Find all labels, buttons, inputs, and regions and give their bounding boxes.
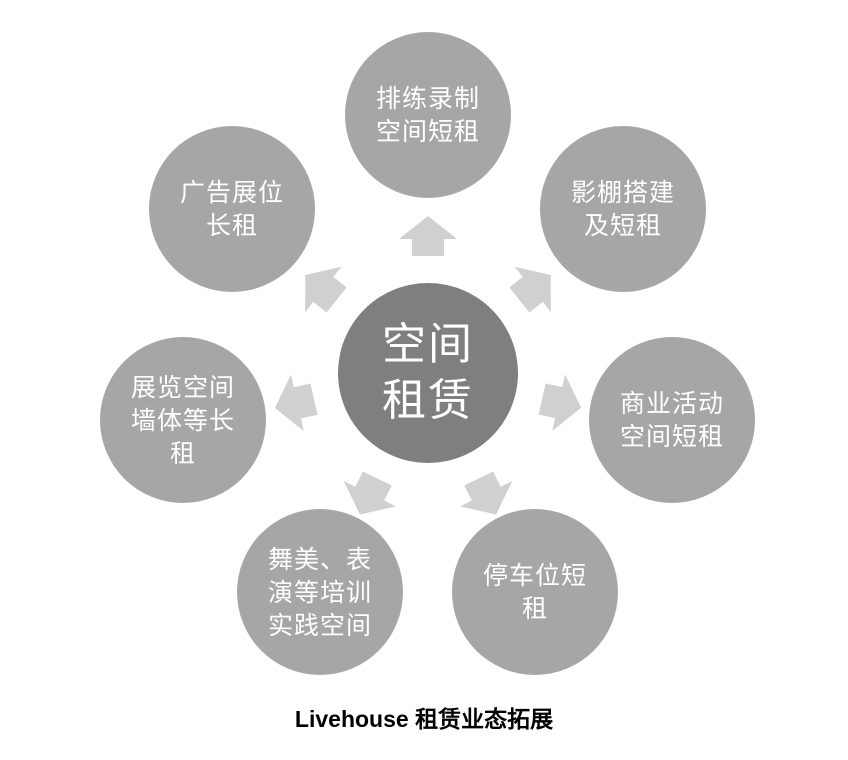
node-ad-booth: 广告展位 长租 <box>149 126 315 292</box>
node-commercial-events: 商业活动 空间短租 <box>589 337 755 503</box>
arrow-lower-right-icon <box>459 471 513 515</box>
node-label: 展览空间 墙体等长 租 <box>130 372 235 468</box>
node-label: 商业活动 空间短租 <box>619 389 724 451</box>
node-rehearsal-recording: 排练录制 空间短租 <box>345 32 511 198</box>
center-node-space-rental: 空间 租赁 <box>338 283 518 463</box>
arrow-lower-left-icon <box>343 471 397 515</box>
node-label: 排练录制 空间短租 <box>375 84 480 146</box>
arrow-right-icon <box>538 374 582 431</box>
node-label: 广告展位 长租 <box>179 178 284 240</box>
arrow-upper-left-icon <box>305 266 347 313</box>
arrow-left-icon <box>274 374 318 432</box>
node-label: 舞美、表 演等培训 实践空间 <box>267 544 372 640</box>
center-node-label: 空间 租赁 <box>382 319 474 426</box>
node-label: 影棚搭建 及短租 <box>570 178 675 240</box>
node-stage-training: 舞美、表 演等培训 实践空间 <box>237 509 403 675</box>
node-parking: 停车位短 租 <box>452 509 618 675</box>
node-exhibition-walls: 展览空间 墙体等长 租 <box>100 337 266 503</box>
node-studio-setup: 影棚搭建 及短租 <box>540 126 706 292</box>
node-label: 停车位短 租 <box>482 561 587 623</box>
arrow-upper-right-icon <box>509 266 551 313</box>
arrow-up-icon <box>399 216 457 256</box>
diagram-caption: Livehouse 租赁业态拓展 <box>294 706 554 732</box>
